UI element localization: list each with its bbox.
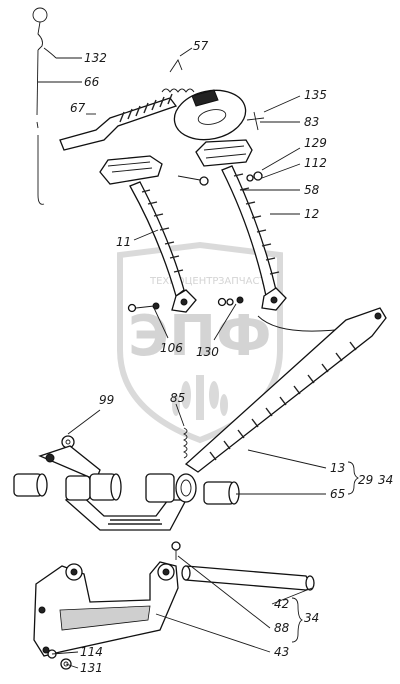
label-130: 130 xyxy=(196,345,219,359)
bushing-mid-2 xyxy=(145,473,197,503)
label-43: 43 xyxy=(274,645,289,659)
label-58: 58 xyxy=(304,183,320,197)
label-135: 135 xyxy=(304,88,327,102)
label-13: 13 xyxy=(330,461,345,475)
label-11: 11 xyxy=(116,235,131,249)
braces xyxy=(291,461,360,643)
lever-13 xyxy=(184,307,387,473)
label-114: 114 xyxy=(80,645,103,659)
cotter-pin-132 xyxy=(43,47,57,59)
bushing-mid-1 xyxy=(65,473,122,501)
label-131: 131 xyxy=(80,661,103,675)
pin-135 xyxy=(246,111,265,131)
leader-lines xyxy=(38,47,327,669)
label-106: 106 xyxy=(160,341,183,355)
ratchet-bar-67 xyxy=(59,93,178,151)
bracket-assembly-29 xyxy=(38,445,188,531)
bushing-65 xyxy=(203,481,240,505)
watermark: ТЕХНОЦЕНТР ЗАПЧАСТИ ЭПФ xyxy=(117,241,283,444)
pedal-12 xyxy=(195,139,287,311)
watermark-text-left: ТЕХНОЦЕНТР xyxy=(149,276,218,287)
shaft-42 xyxy=(181,565,315,591)
label-34-upper: 34 xyxy=(378,473,393,487)
bushing-left xyxy=(13,473,48,497)
pedal-11 xyxy=(99,155,197,313)
pedal-plate-disc xyxy=(173,89,247,141)
bolt-88 xyxy=(171,541,181,560)
rod-66 xyxy=(32,7,48,205)
label-88: 88 xyxy=(274,621,290,635)
label-66: 66 xyxy=(84,75,100,89)
spring-85 xyxy=(182,427,188,459)
nut-112 xyxy=(246,171,263,182)
label-67: 67 xyxy=(70,101,86,115)
label-85: 85 xyxy=(170,391,185,405)
label-83: 83 xyxy=(304,115,319,129)
bolt-129 xyxy=(177,175,209,186)
bolt-106 xyxy=(127,302,160,313)
label-12: 12 xyxy=(304,207,319,221)
watermark-text-right: ЗАПЧАСТИ xyxy=(218,276,273,287)
watermark-logo: ЭПФ xyxy=(128,304,272,369)
spring-57 xyxy=(161,59,195,93)
label-57: 57 xyxy=(193,39,209,53)
bracket-43 xyxy=(33,561,179,657)
label-34-lower: 34 xyxy=(304,611,319,625)
label-132: 132 xyxy=(84,51,107,65)
part-labels: 132 66 57 67 135 83 129 112 58 12 11 106… xyxy=(70,39,393,675)
label-42: 42 xyxy=(274,597,289,611)
label-129: 129 xyxy=(304,136,327,150)
label-65: 65 xyxy=(330,487,345,501)
label-99: 99 xyxy=(99,393,114,407)
label-29: 29 xyxy=(358,473,373,487)
label-112: 112 xyxy=(304,156,327,170)
washer-130 xyxy=(217,296,244,307)
